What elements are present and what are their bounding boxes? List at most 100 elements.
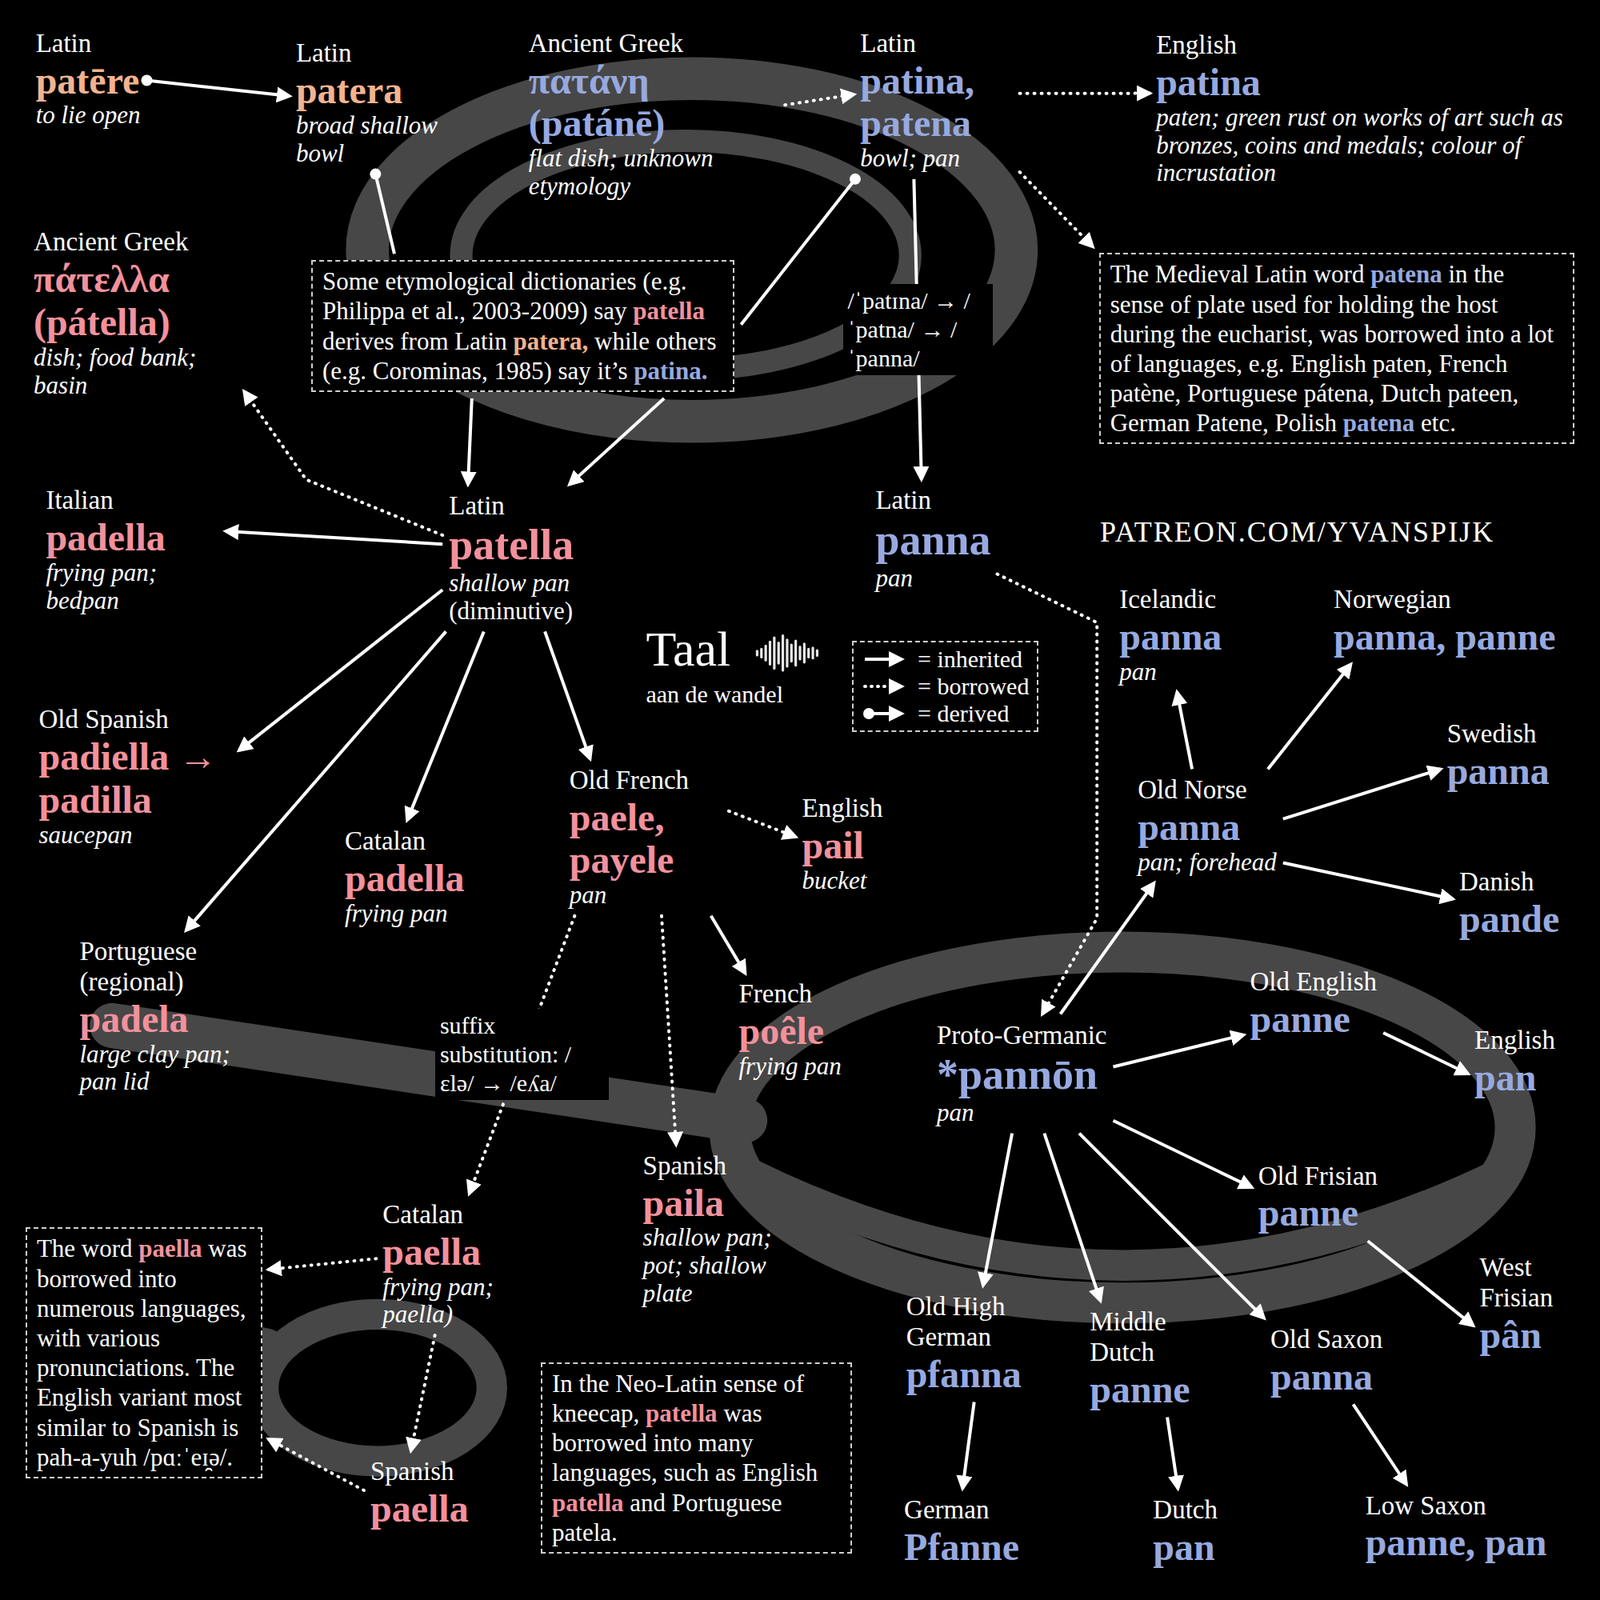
note-text: Some etymological dictionaries (e.g. Phi… (322, 266, 724, 386)
etymology-arrow (997, 574, 1098, 1015)
language-name: Latin (875, 485, 991, 516)
gloss: bowl; pan (860, 144, 1013, 173)
word-node: Old Norsepannapan; forehead (1137, 775, 1277, 876)
etymology-arrow (1020, 172, 1093, 247)
language-name: West Frisian (1479, 1252, 1587, 1314)
gloss: pan (936, 1099, 1108, 1128)
etymology-arrow (1079, 1133, 1264, 1319)
etymology-arrow (375, 174, 395, 255)
legend-entry: = inherited (861, 645, 1029, 673)
etymology-arrow (411, 1335, 436, 1451)
etymology-arrow (544, 631, 591, 759)
gloss: large clay pan; pan lid (79, 1040, 264, 1096)
gloss: shallow pan (448, 569, 574, 598)
word-node: Ancient Greekπατάνη (patánē)flat dish; u… (528, 28, 780, 201)
etymology-arrow (784, 94, 854, 105)
word-node: Low Saxonpanne, pan (1365, 1491, 1548, 1565)
logo-text: aan de wandel (645, 680, 784, 708)
word-node: Old Frenchpaele, payelepan (569, 765, 723, 910)
etymology-arrow (268, 1258, 377, 1270)
word-node: Middle Dutchpanne (1089, 1307, 1217, 1412)
gloss: broad shallow bowl (296, 112, 470, 168)
note-text: In the Neo-Latin sense of kneecap, patel… (552, 1368, 841, 1548)
etymology-arrow (1167, 1417, 1178, 1489)
waveform-stroke (768, 641, 772, 664)
language-name: Latin (860, 28, 1013, 60)
word-node: Latinpatēreto lie open (36, 28, 141, 130)
word: patina (1156, 60, 1585, 104)
word: pfanna (906, 1352, 1044, 1396)
etymology-arrow (661, 916, 676, 1145)
legend-text: = inherited (917, 645, 1023, 673)
word-node: Old Saxonpanna (1270, 1324, 1383, 1399)
word: patella (448, 520, 574, 569)
word-node: Old Spanishpadiella → padillasaucepan (38, 704, 232, 849)
etymology-arrow (1113, 1035, 1244, 1068)
word-node: Portuguese (regional)padelalarge clay pa… (79, 936, 264, 1096)
waveform-stroke (811, 648, 814, 659)
legend-dot (863, 708, 875, 720)
word: poêle (738, 1009, 841, 1053)
note-box: In the Neo-Latin sense of kneecap, patel… (540, 1362, 852, 1554)
word-node: Norwegianpanna, panne (1333, 584, 1556, 659)
language-name: Ancient Greek (33, 227, 238, 258)
word: πατάνη (patánē) (528, 59, 780, 146)
language-name: French (738, 979, 841, 1010)
language-name: Old English (1250, 967, 1378, 998)
word-node: Englishpailbucket (802, 793, 884, 895)
word: panna (1447, 749, 1550, 793)
gloss-note: (diminutive) (448, 597, 574, 626)
waveform-stroke (807, 648, 810, 657)
language-name: Spanish (643, 1151, 812, 1182)
word: pân (1479, 1313, 1587, 1357)
language-name: English (1474, 1025, 1556, 1056)
word: panna (875, 516, 991, 564)
gloss: pan (875, 564, 991, 593)
etymology-arrow (1283, 768, 1441, 819)
word-node: Spanishpaella (370, 1456, 469, 1531)
word-node: Englishpan (1474, 1025, 1556, 1100)
language-name: Old Saxon (1270, 1324, 1383, 1356)
word-node: Catalanpadellafrying pan (344, 826, 464, 928)
language-name: Latin (448, 491, 574, 522)
word: *pannōn (936, 1050, 1108, 1099)
etymology-arrow (1383, 1032, 1468, 1074)
pan-base (750, 1173, 1501, 1266)
etymology-arrow (1113, 1120, 1252, 1188)
word-node: Latinpannapan (875, 485, 991, 592)
language-name: English (1156, 30, 1585, 61)
etymology-arrow (711, 916, 746, 974)
legend-line (864, 684, 902, 688)
etymology-arrow (569, 398, 664, 485)
watermark: PATREON.COM/YVANSPIJK (1100, 515, 1495, 549)
gloss: shallow pan; pot; shallow plate (643, 1224, 812, 1308)
legend-text: = borrowed (917, 672, 1029, 700)
note-box: Some etymological dictionaries (e.g. Phi… (311, 260, 735, 392)
word: Pfanne (904, 1525, 1020, 1569)
word: padela (79, 997, 264, 1041)
language-name: Latin (36, 28, 141, 60)
word: patera (296, 68, 470, 112)
language-name: Low Saxon (1365, 1491, 1548, 1522)
legend-entry: = borrowed (861, 672, 1029, 700)
language-name: Latin (296, 38, 470, 69)
word: padella (45, 516, 220, 560)
note-text: The Medieval Latin word patena in the se… (1110, 259, 1564, 438)
legend-entry: = derived (861, 700, 1029, 728)
word: panna (1270, 1355, 1383, 1399)
language-name: Ancient Greek (528, 28, 780, 60)
language-name: Proto-Germanic (936, 1020, 1108, 1052)
etymology-arrow (1368, 1240, 1474, 1326)
word: panna (1119, 615, 1222, 659)
edge-label: suffix substitution: /ɛlə/ → /eʎa/ (435, 1008, 609, 1100)
word: padiella → padilla (38, 735, 232, 822)
gloss: pan; forehead (1137, 848, 1277, 877)
waveform-stroke (760, 648, 763, 657)
word: pande (1459, 897, 1560, 941)
pan-rim (263, 1314, 492, 1462)
waveform-stroke (816, 650, 819, 656)
language-name: Middle Dutch (1089, 1307, 1217, 1368)
gloss: bucket (802, 867, 884, 896)
derivation-dot (369, 168, 381, 180)
